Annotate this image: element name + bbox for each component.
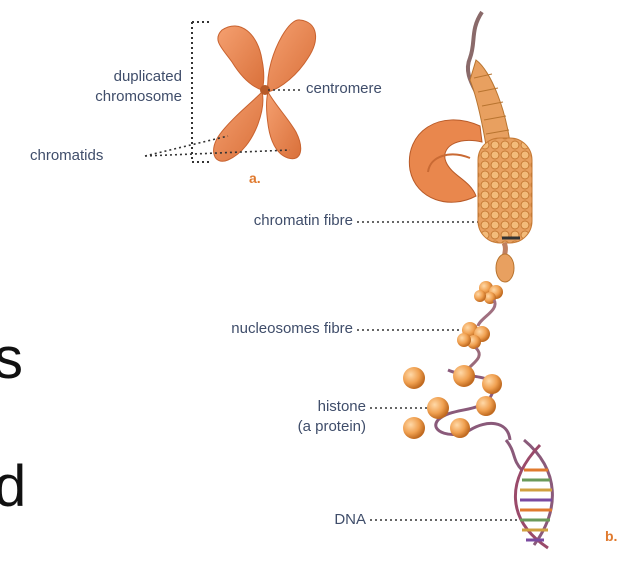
cropped-edge-text-top: s xyxy=(0,330,23,388)
histone-ball xyxy=(453,365,475,387)
label-chromatids: chromatids xyxy=(30,147,103,165)
label-duplicated: duplicated xyxy=(58,68,182,86)
chromatin-fibre-structure xyxy=(409,12,532,326)
histone-structure xyxy=(403,365,522,470)
label-histone: histone xyxy=(250,398,366,416)
histone-ball xyxy=(427,397,449,419)
panel-tag-a: a. xyxy=(249,170,261,186)
nucleosomes-fibre-structure xyxy=(457,322,490,372)
cropped-edge-text-bottom: d xyxy=(0,458,26,516)
panel-tag-b: b. xyxy=(605,528,617,544)
label-dna: DNA xyxy=(280,511,366,529)
dna-helix xyxy=(515,440,552,548)
histone-ball xyxy=(450,418,470,438)
label-a-protein: (a protein) xyxy=(250,418,366,436)
histone-ball xyxy=(403,367,425,389)
leader-lines xyxy=(145,90,530,520)
histone-ball xyxy=(482,374,502,394)
histone-ball xyxy=(476,396,496,416)
label-chromatin-fibre: chromatin fibre xyxy=(190,212,353,230)
label-chromosome: chromosome xyxy=(58,88,182,106)
histone-ball xyxy=(403,417,425,439)
label-centromere: centromere xyxy=(306,80,382,98)
label-nucleosomes-fibre: nucleosomes fibre xyxy=(170,320,353,338)
duplicated-chromosome xyxy=(214,20,316,161)
